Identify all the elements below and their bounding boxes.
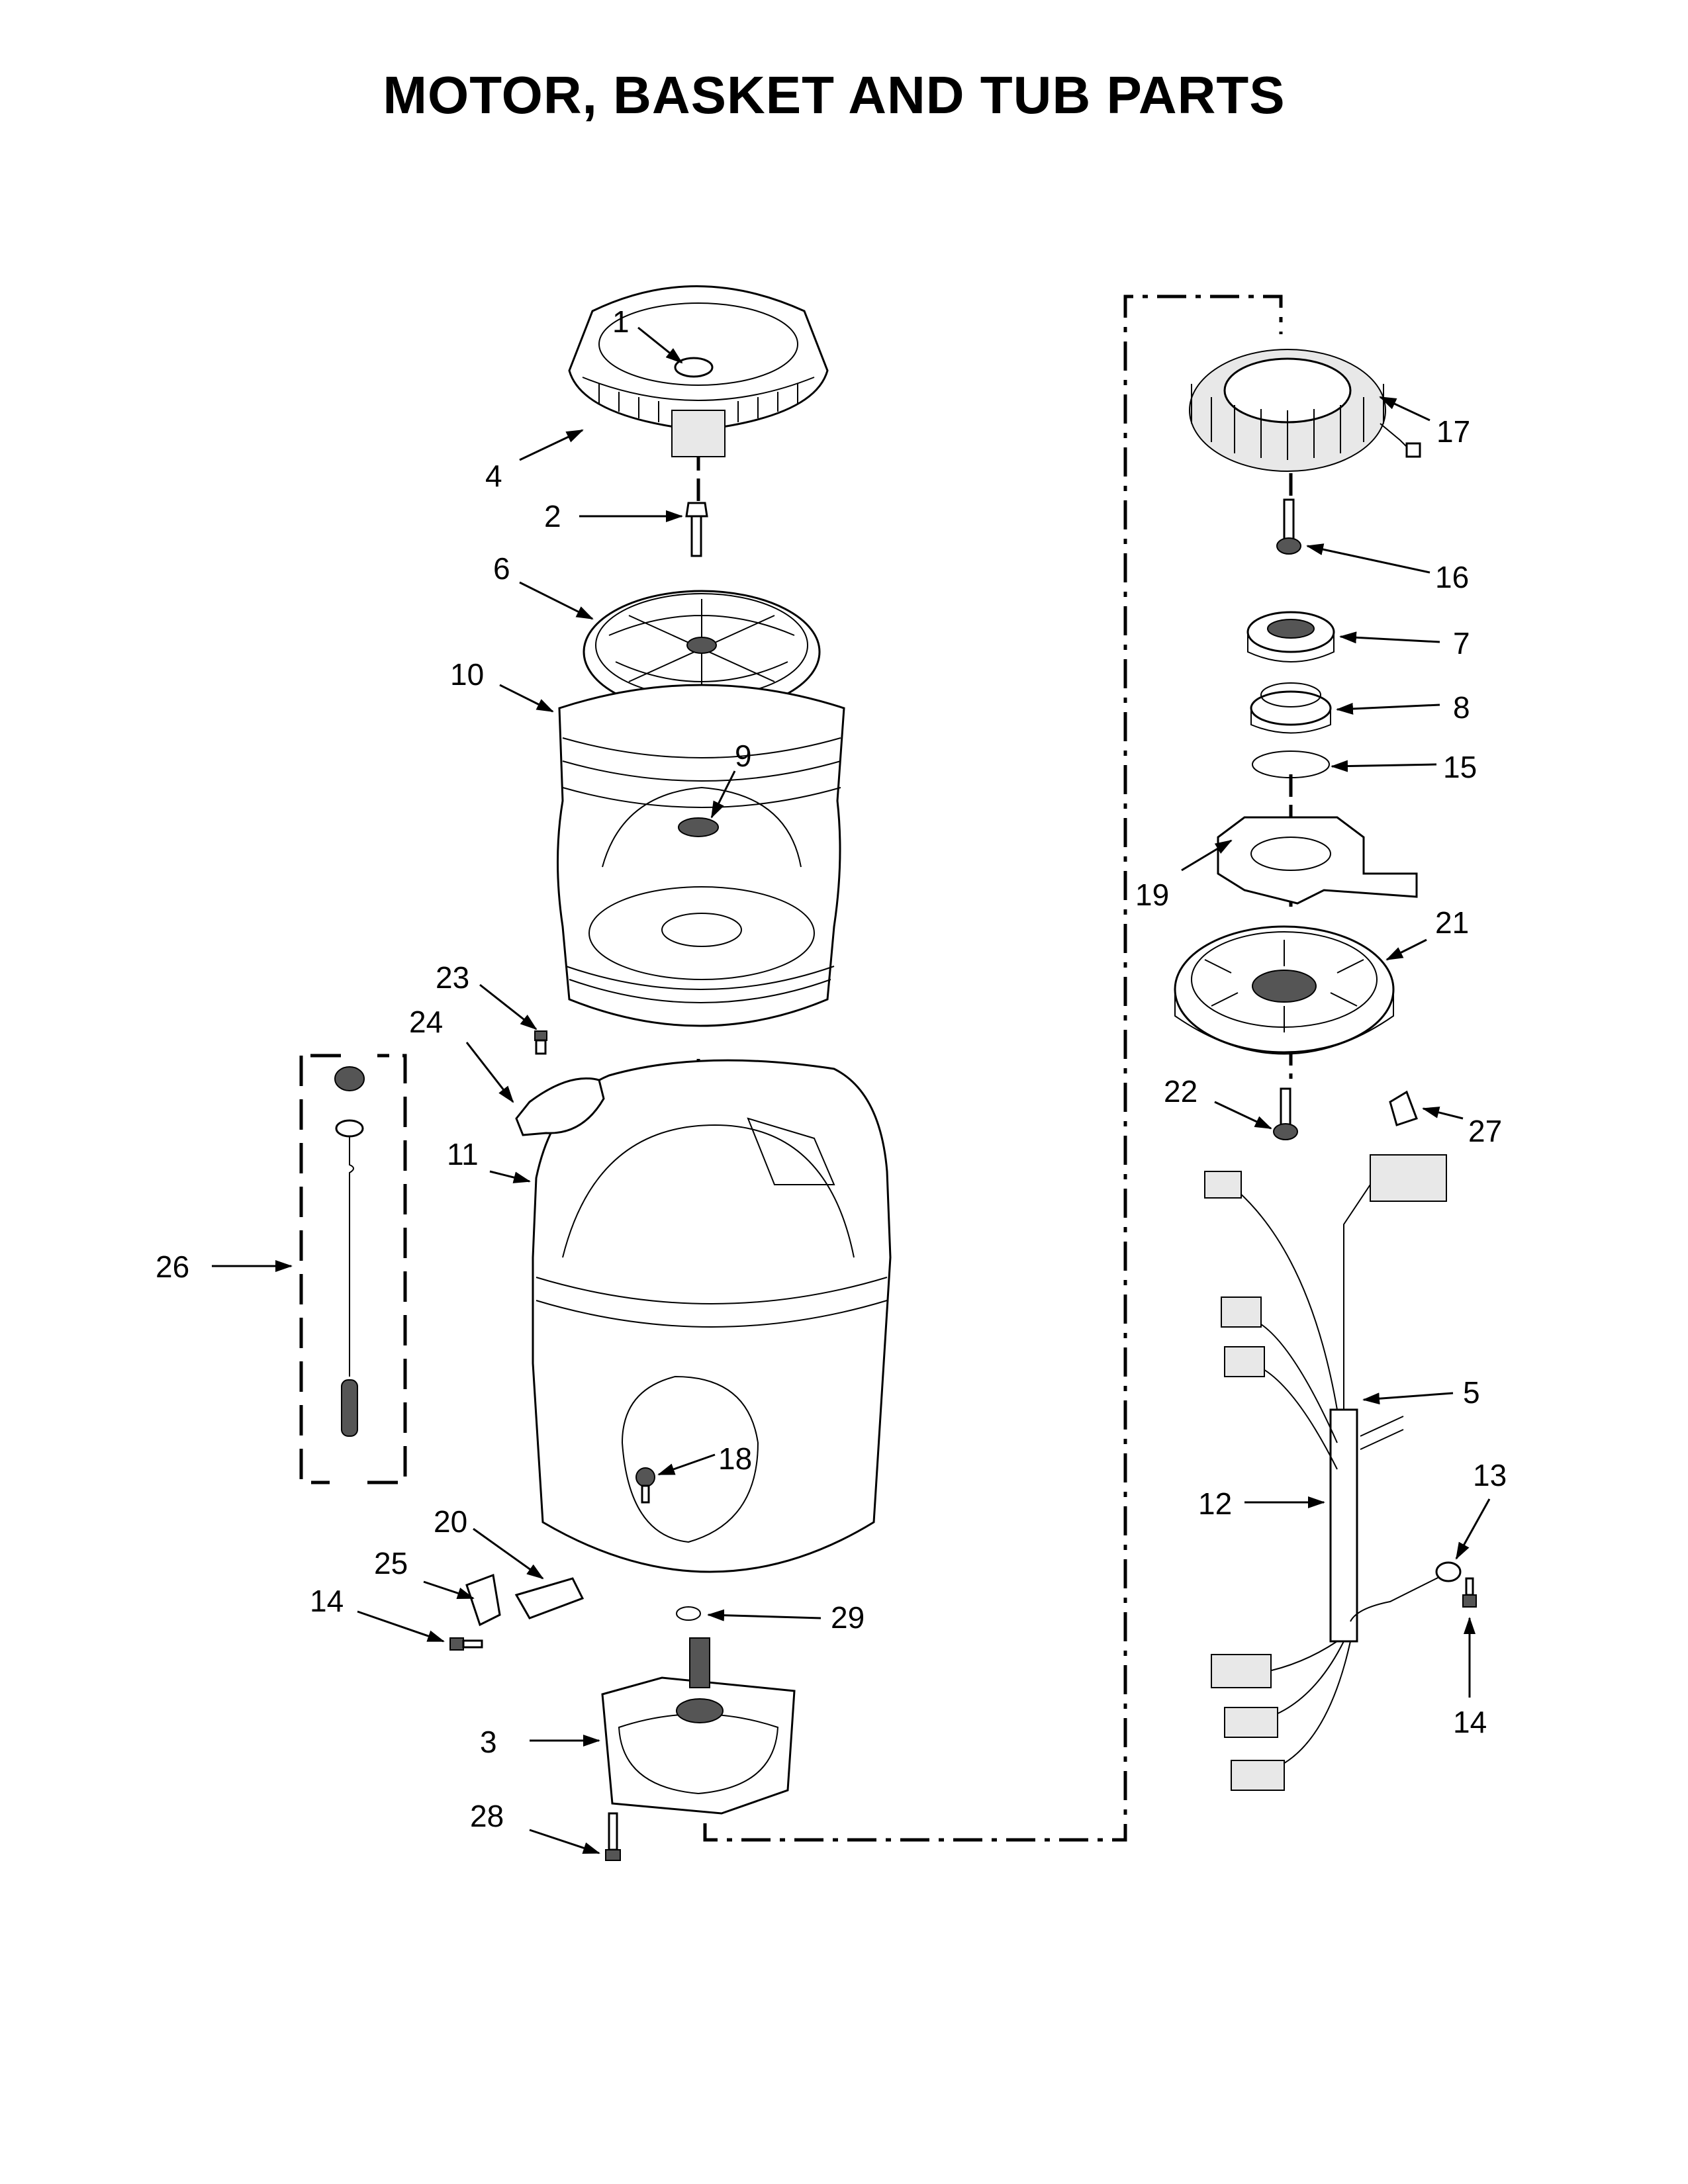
part-9-hub: [678, 817, 719, 837]
part-26-group-box: [299, 1054, 407, 1484]
callout-15: 15: [1443, 750, 1477, 784]
part-8-shift-ring: [1250, 682, 1332, 734]
part-26-suspension-rod: [334, 1066, 365, 1437]
part-29-o-ring: [676, 1606, 701, 1621]
callout-24: 24: [409, 1005, 443, 1039]
callout-13: 13: [1473, 1458, 1507, 1492]
callout-8: 8: [1453, 690, 1470, 725]
callout-6: 6: [493, 551, 510, 586]
leader-arrows: [212, 326, 1491, 1854]
callout-17: 17: [1436, 414, 1470, 449]
callout-11: 11: [447, 1137, 479, 1171]
callout-19: 19: [1135, 878, 1169, 912]
callout-16: 16: [1435, 560, 1469, 594]
part-1-cap: [674, 357, 714, 378]
connection-line: [703, 295, 1283, 1842]
diagram-title: MOTOR, BASKET AND TUB PARTS: [383, 66, 1286, 124]
part-21-rotor: [1174, 925, 1395, 1055]
callout-22: 22: [1164, 1074, 1197, 1109]
part-28-screw: [605, 1812, 621, 1861]
callout-3: 3: [480, 1725, 497, 1759]
callout-27: 27: [1468, 1114, 1502, 1148]
callout-29: 29: [831, 1600, 865, 1635]
callout-2: 2: [544, 499, 561, 533]
part-20-heater-bracket: [514, 1577, 585, 1619]
part-22-bolt: [1273, 1087, 1298, 1140]
callout-10: 10: [450, 657, 484, 692]
callout-14-right: 14: [1453, 1705, 1487, 1739]
part-17-stator: [1189, 349, 1421, 472]
callout-28: 28: [470, 1799, 504, 1833]
callout-26: 26: [156, 1250, 189, 1284]
part-11-outer-tub: [532, 1059, 892, 1573]
part-13-clamp: [1435, 1561, 1462, 1582]
callout-23: 23: [436, 960, 469, 995]
part-12-wire-harness: [1204, 1154, 1447, 1791]
part-5-sleeve: [1360, 1416, 1404, 1450]
callout-9: 9: [735, 739, 752, 773]
part-15-retaining-ring: [1252, 751, 1330, 778]
callout-21: 21: [1435, 905, 1469, 940]
part-14-screw: [449, 1637, 483, 1651]
callout-25: 25: [374, 1546, 408, 1580]
callout-4: 4: [485, 459, 502, 493]
part-7-rotor-bearing: [1246, 611, 1335, 662]
callout-1: 1: [612, 304, 630, 339]
callout-7: 7: [1453, 626, 1470, 660]
part-27-clip: [1389, 1090, 1418, 1126]
part-3-drive-mount: [601, 1637, 796, 1815]
part-10-basket: [557, 684, 845, 1027]
callout-5: 5: [1463, 1375, 1480, 1410]
part-19-shifter: [1217, 816, 1418, 905]
part-2-bolt: [685, 502, 708, 557]
part-16-bolt: [1276, 498, 1301, 555]
callout-18: 18: [718, 1441, 752, 1476]
callout-12: 12: [1198, 1486, 1232, 1521]
part-23-screw: [534, 1030, 547, 1055]
part-24-bracket: [515, 1077, 605, 1136]
part-6-impeller: [583, 590, 821, 714]
callout-20: 20: [434, 1504, 467, 1539]
part-14-screw-right: [1462, 1577, 1477, 1608]
callout-14-left: 14: [310, 1584, 344, 1618]
part-25-clip: [465, 1573, 501, 1627]
part-18-fitting: [635, 1467, 655, 1504]
